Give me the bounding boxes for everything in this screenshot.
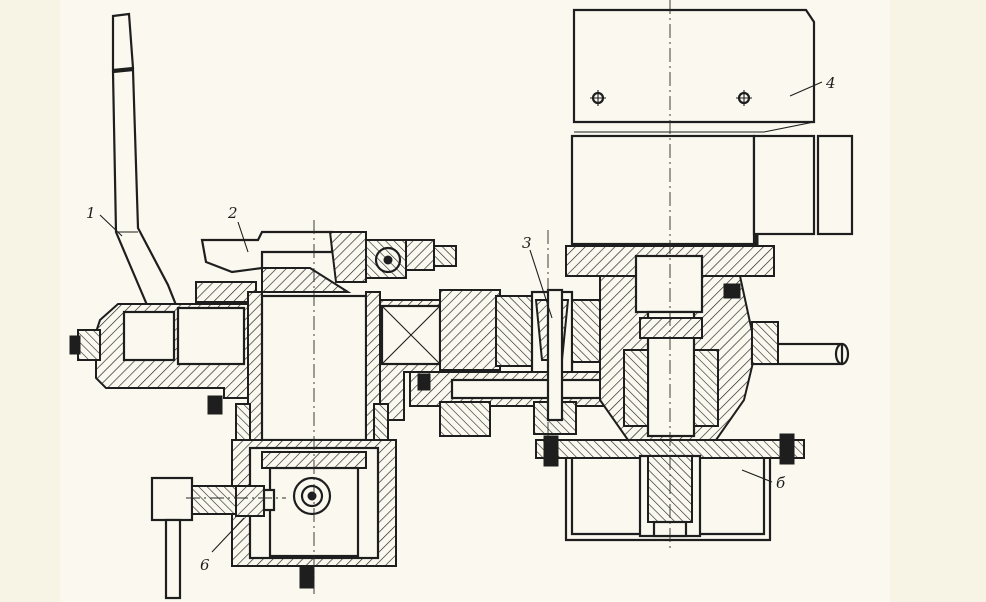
callout-2: 2: [227, 204, 249, 253]
electric-motor: [570, 8, 854, 246]
callout-3: 3: [522, 234, 553, 319]
side-handle: [150, 476, 276, 600]
callout-4: 4: [789, 74, 836, 97]
callout-5: б: [741, 469, 786, 492]
callout-label-2: 2: [227, 204, 238, 222]
left-housing: [69, 281, 257, 399]
callout-label-6: 6: [200, 556, 210, 574]
hand-lever: [111, 12, 178, 314]
callout-label-4: 4: [825, 74, 836, 92]
center-lines: [186, 0, 671, 596]
callout-label-1: 1: [86, 204, 96, 222]
screw-icon: [590, 90, 606, 106]
callout-6: 6: [200, 517, 245, 574]
callout-label-5: б: [776, 474, 786, 492]
gearbox: [565, 215, 850, 441]
screw-icon: [736, 90, 752, 106]
callout-label-3: 3: [522, 234, 532, 252]
callout-1: 1: [86, 204, 123, 237]
